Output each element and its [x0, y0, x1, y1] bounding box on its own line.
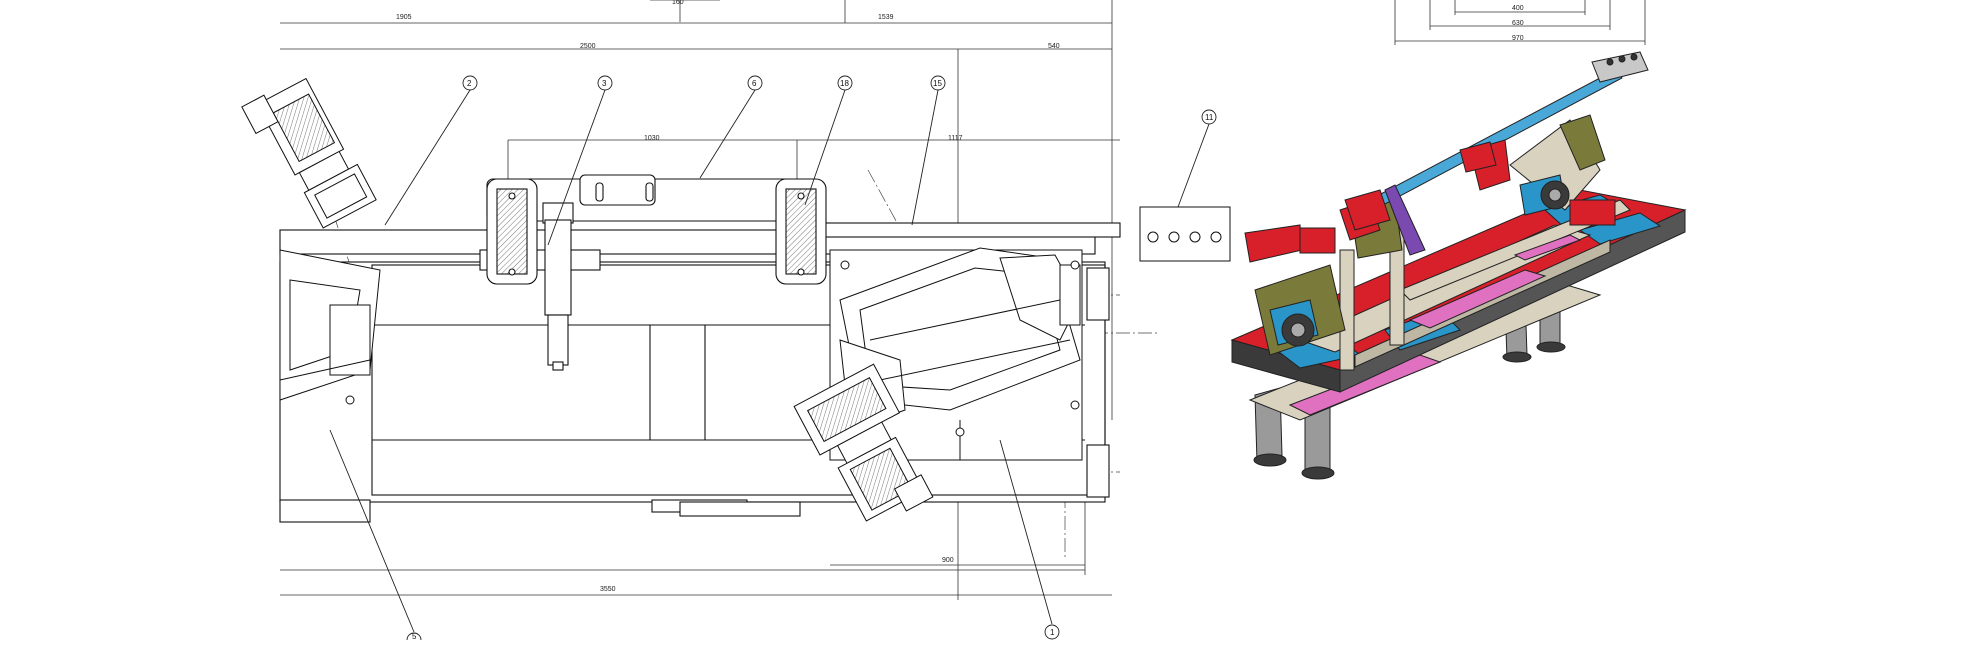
balloon-1	[1044, 624, 1060, 640]
balloon-label-1: 1	[1050, 628, 1055, 637]
detail-view-top-right	[1394, 0, 1646, 45]
dim-2500: 2500	[580, 43, 596, 50]
iso-strap	[1384, 184, 1426, 256]
balloon-label-6: 6	[752, 79, 757, 88]
dim-1030: 1030	[644, 135, 660, 142]
balloon-2	[462, 75, 478, 91]
leader-lines	[329, 89, 1210, 633]
balloon-label-15: 15	[933, 79, 942, 88]
balloon-label-18: 18	[840, 79, 849, 88]
iso-motor	[1244, 224, 1303, 263]
top-dimensions	[280, 0, 1120, 600]
left-clamp-unit	[241, 77, 381, 405]
balloon-label-5: 5	[412, 632, 417, 640]
dim-400: 400	[1512, 5, 1524, 12]
dim-3550: 3550	[600, 586, 616, 593]
balloon-18	[837, 75, 853, 91]
balloon-3	[597, 75, 613, 91]
dim-1905: 1905	[396, 14, 412, 21]
bottom-dimensions	[280, 450, 1112, 596]
balloon-15	[930, 75, 946, 91]
dim-900: 900	[942, 557, 954, 564]
balloon-label-11: 11	[1205, 113, 1214, 122]
balloon-11	[1201, 109, 1217, 125]
balloon-label-3: 3	[602, 79, 607, 88]
dim-1539: 1539	[878, 14, 894, 21]
balloon-6	[747, 75, 763, 91]
dim-1117: 1117	[948, 135, 963, 142]
roller-carriage	[486, 174, 827, 371]
dim-160: 160	[672, 0, 684, 6]
isometric-machine-view	[1230, 51, 1687, 480]
right-clamp-unit	[793, 247, 1083, 522]
iso-blue-pad	[1578, 212, 1662, 245]
end-bracket	[1139, 206, 1231, 262]
dim-970: 970	[1512, 35, 1524, 42]
dim-630: 630	[1512, 20, 1524, 27]
dim-540: 540	[1048, 43, 1060, 50]
balloon-label-2: 2	[467, 79, 472, 88]
